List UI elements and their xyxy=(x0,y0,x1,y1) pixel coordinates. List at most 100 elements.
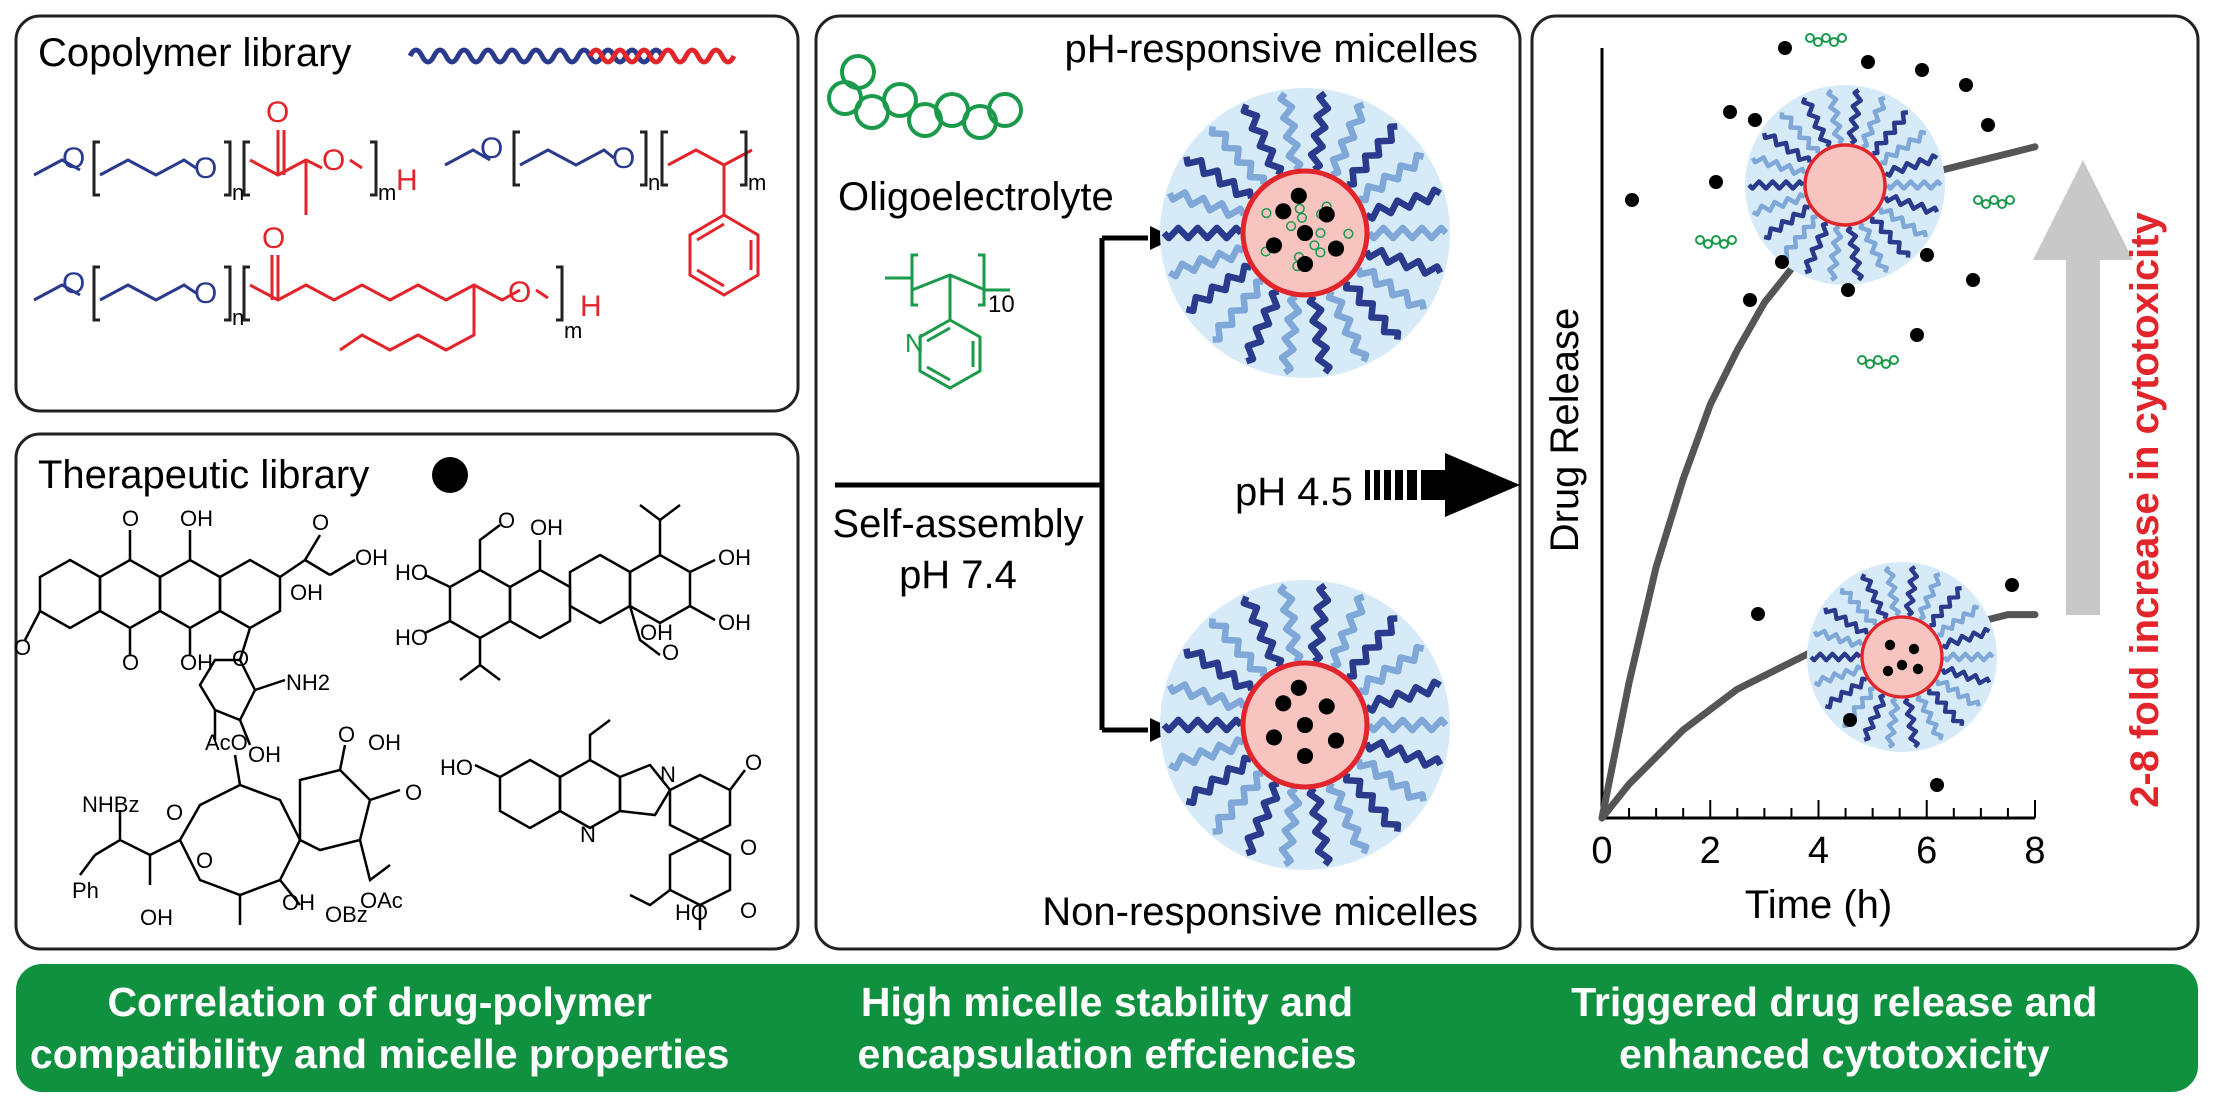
peg-chain xyxy=(1915,694,1944,741)
svg-text:n: n xyxy=(648,170,660,195)
peg-chain xyxy=(1277,583,1304,664)
paclitaxel-structure: AcO O OH NHBz O Ph O OH OH OBz OAc O xyxy=(72,722,422,930)
peg-chain xyxy=(1355,758,1427,802)
drug-dot-icon xyxy=(432,457,468,493)
svg-text:n: n xyxy=(232,305,244,330)
peg-chain xyxy=(1358,151,1425,204)
footer-summary-1: Correlation of drug-polymer compatibilit… xyxy=(16,976,743,1080)
peg-chain xyxy=(1307,582,1332,665)
peg-chain xyxy=(1823,607,1869,635)
svg-text:O: O xyxy=(232,646,249,671)
footer-summary-1-line2: compatibility and micelle properties xyxy=(29,1031,730,1077)
peg-chain xyxy=(1779,112,1821,154)
peg-chain xyxy=(1355,266,1427,310)
drug-dot xyxy=(1884,639,1896,651)
peg-chain xyxy=(1168,736,1246,772)
peg-chain xyxy=(1185,754,1252,807)
svg-text:O: O xyxy=(745,750,762,775)
peg-chain xyxy=(1208,618,1268,677)
peg-chain xyxy=(1185,262,1252,315)
copolymer-panel-title: Copolymer library xyxy=(38,31,351,75)
peg-chain xyxy=(1325,781,1370,855)
micelle-core xyxy=(1860,615,1944,699)
drug-dot xyxy=(1327,732,1345,749)
drug-dot xyxy=(1318,698,1335,715)
retained-micelle xyxy=(1807,562,1997,752)
svg-text:OH: OH xyxy=(640,620,673,645)
peg-polyester-structure: O O n O O m H xyxy=(33,222,602,352)
non-responsive-title: Non-responsive micelles xyxy=(1042,890,1478,934)
peg-chain xyxy=(1183,156,1255,200)
svg-text:O: O xyxy=(740,835,757,860)
peg-chain xyxy=(1244,780,1281,857)
svg-text:OAc: OAc xyxy=(360,888,403,913)
footer-summary-2-line2: encapsulation effciencies xyxy=(857,1031,1357,1077)
peg-chain xyxy=(1941,626,1991,650)
drug-dot xyxy=(1265,729,1283,746)
oligoelectrolyte-bead xyxy=(1309,240,1320,251)
svg-text:O: O xyxy=(62,142,85,175)
svg-text:O: O xyxy=(322,144,345,177)
svg-text:n: n xyxy=(232,180,244,205)
peg-chain xyxy=(1342,281,1402,340)
peg-chain xyxy=(1342,773,1402,832)
peg-chain xyxy=(1803,221,1829,275)
peg-chain xyxy=(1860,573,1889,620)
svg-text:O: O xyxy=(122,650,139,675)
peg-chain xyxy=(1358,643,1425,696)
peg-chain xyxy=(1277,91,1304,172)
drug-dot xyxy=(1296,224,1314,242)
copolymer-panel: Copolymer library O O n O O m H xyxy=(14,14,800,413)
peg-chain xyxy=(1883,194,1940,215)
svg-text:O: O xyxy=(266,96,289,129)
svg-text:OH: OH xyxy=(290,580,323,605)
x-tick-label: 6 xyxy=(1916,830,1937,872)
oligoelectrolyte-bead xyxy=(1315,247,1326,258)
svg-text:H: H xyxy=(580,290,602,323)
drug-dot xyxy=(1290,187,1307,204)
peg-chain xyxy=(1244,288,1281,365)
x-tick-label: 2 xyxy=(1700,830,1721,872)
peg-chain xyxy=(1168,244,1246,280)
drug-dot xyxy=(1318,206,1335,223)
peg-chain xyxy=(1929,586,1962,628)
footer-summary-2-line1: High micelle stability and xyxy=(860,979,1354,1025)
peg-chain xyxy=(1862,693,1886,742)
svg-text:O: O xyxy=(262,222,285,255)
self-assembly-ph-label: pH 7.4 xyxy=(899,553,1017,597)
svg-text:O: O xyxy=(194,277,217,310)
sn38-structure: HO N N O O HO O xyxy=(440,719,762,930)
svg-text:O: O xyxy=(122,506,139,531)
pyridine-nitrogen: N xyxy=(905,328,924,358)
peg-chain xyxy=(1183,648,1255,692)
svg-text:O: O xyxy=(166,800,183,825)
peg-chain xyxy=(1307,90,1332,173)
oligoelectrolyte-icon xyxy=(827,54,1023,140)
oligoelectrolyte-bead xyxy=(1286,221,1297,232)
peg-chain xyxy=(1166,189,1247,220)
peg-chain xyxy=(1824,676,1868,710)
ph-responsive-micelle xyxy=(1160,88,1450,378)
released-drug-dots xyxy=(1625,41,2019,792)
svg-text:OH: OH xyxy=(248,742,281,767)
peg-chain xyxy=(1363,738,1444,769)
svg-text:OH: OH xyxy=(180,506,213,531)
peg-chain xyxy=(1364,678,1442,714)
svg-text:NH2: NH2 xyxy=(286,670,330,695)
peg-chain xyxy=(1329,593,1366,670)
drug-dot xyxy=(1327,240,1345,257)
svg-text:O: O xyxy=(508,276,531,309)
peg-ps-structure: O O n m xyxy=(444,130,766,297)
released-micelle xyxy=(1745,85,1945,285)
peg-chain xyxy=(1903,565,1920,618)
peg-chain xyxy=(1329,101,1366,178)
peg-chain xyxy=(1902,697,1920,749)
footer-summary-3-line1: Triggered drug release and xyxy=(1571,979,2098,1025)
drug-dot xyxy=(1882,665,1894,677)
footer-summary-3-line2: enhanced cytotoxicity xyxy=(1619,1031,2050,1077)
svg-text:OH: OH xyxy=(530,515,563,540)
peg-chain xyxy=(1846,88,1863,146)
peg-chain xyxy=(1161,716,1244,734)
svg-text:O: O xyxy=(612,142,635,175)
peg-chain xyxy=(1812,628,1864,648)
